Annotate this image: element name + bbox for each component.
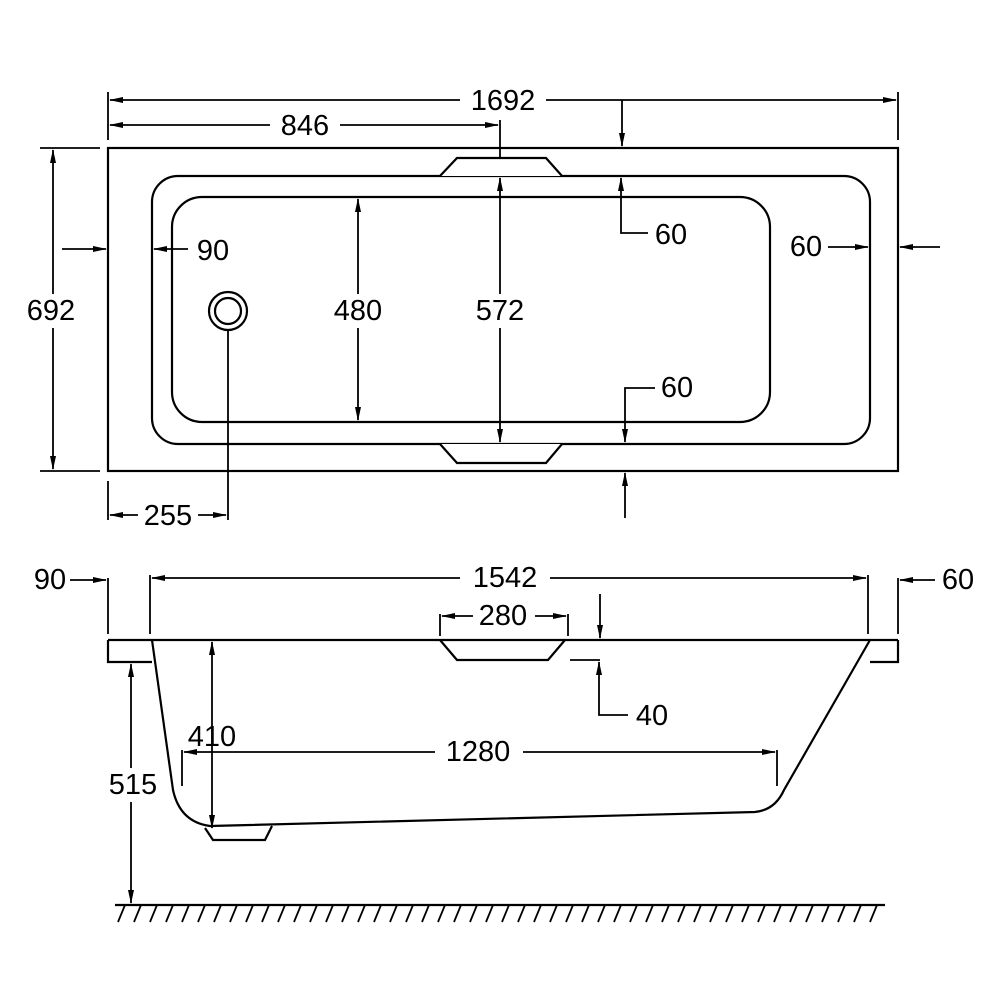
hatch-tick bbox=[405, 904, 414, 923]
hatch-tick bbox=[197, 904, 206, 923]
dim-headrest-depth: 40 bbox=[570, 594, 668, 732]
dim-inner-length: 1542 bbox=[149, 562, 869, 634]
label-60-top: 60 bbox=[655, 219, 687, 251]
dim-floor-length: 1280 bbox=[181, 736, 778, 786]
dim-inner-width: 572 bbox=[468, 177, 532, 443]
hatch-tick bbox=[229, 904, 238, 923]
rim-right-edge bbox=[870, 640, 900, 664]
label-1542: 1542 bbox=[473, 562, 538, 594]
drain-icon bbox=[207, 290, 249, 332]
hatch-tick bbox=[373, 904, 382, 923]
label-480: 480 bbox=[334, 295, 382, 327]
hatch-tick bbox=[853, 904, 862, 923]
headrest-top bbox=[439, 156, 563, 177]
hatch-tick bbox=[869, 904, 878, 923]
hatch-tick bbox=[613, 904, 622, 923]
hatch-tick bbox=[837, 904, 846, 923]
label-90-side: 90 bbox=[34, 564, 66, 596]
hatch-tick bbox=[213, 904, 222, 923]
label-1280: 1280 bbox=[446, 736, 511, 768]
hatch-tick bbox=[693, 904, 702, 923]
hatch-tick bbox=[709, 904, 718, 923]
label-515: 515 bbox=[109, 769, 157, 801]
tub-profile bbox=[150, 639, 871, 828]
hatch-tick bbox=[805, 904, 814, 923]
label-90-plan: 90 bbox=[197, 235, 229, 267]
hatch-tick bbox=[149, 904, 158, 923]
dim-half-length: 846 bbox=[109, 110, 501, 157]
hatch-tick bbox=[533, 904, 542, 923]
hatch-tick bbox=[485, 904, 494, 923]
label-60-right: 60 bbox=[790, 231, 822, 263]
hatch-tick bbox=[645, 904, 654, 923]
label-60-bottom: 60 bbox=[661, 372, 693, 404]
hatch-tick bbox=[117, 904, 126, 923]
hatch-tick bbox=[741, 904, 750, 923]
hatch-tick bbox=[517, 904, 526, 923]
hatch-tick bbox=[293, 904, 302, 923]
dim-headrest-width: 280 bbox=[439, 600, 569, 636]
tub-outline bbox=[106, 146, 900, 473]
hatch-tick bbox=[725, 904, 734, 923]
tub-foot bbox=[204, 825, 273, 842]
hatch-tick bbox=[309, 904, 318, 923]
label-692: 692 bbox=[27, 295, 75, 327]
hatch-tick bbox=[165, 904, 174, 923]
label-280: 280 bbox=[479, 600, 527, 632]
label-846: 846 bbox=[281, 110, 329, 142]
dim-basin-width: 480 bbox=[326, 198, 390, 421]
hatch-tick bbox=[597, 904, 606, 923]
hatch-tick bbox=[277, 904, 286, 923]
dim-rim-top: 60 bbox=[618, 100, 687, 251]
hatch-tick bbox=[501, 904, 510, 923]
hatch-tick bbox=[469, 904, 478, 923]
dim-overall-length: 1692 bbox=[107, 84, 899, 140]
plan-view: 1692 846 692 90 60 bbox=[18, 84, 940, 532]
hatch-tick bbox=[773, 904, 782, 923]
dim-side-rim-left: 90 bbox=[34, 564, 109, 634]
headrest-side bbox=[439, 639, 566, 662]
basin-outline bbox=[170, 195, 772, 424]
hatch-tick bbox=[757, 904, 766, 923]
hatch-tick bbox=[453, 904, 462, 923]
dim-rim-left: 90 bbox=[62, 234, 240, 267]
hatch-tick bbox=[677, 904, 686, 923]
headrest-bottom bbox=[439, 443, 563, 465]
hatch-tick bbox=[629, 904, 638, 923]
hatch-tick bbox=[581, 904, 590, 923]
label-40: 40 bbox=[636, 700, 668, 732]
hatch-tick bbox=[133, 904, 142, 923]
hatch-tick bbox=[325, 904, 334, 923]
rim-left-edge bbox=[106, 640, 152, 664]
hatch-tick bbox=[181, 904, 190, 923]
label-572: 572 bbox=[476, 295, 524, 327]
dim-total-height: 515 bbox=[102, 663, 164, 904]
label-255: 255 bbox=[144, 500, 192, 532]
dim-basin-depth: 410 bbox=[188, 641, 236, 829]
dim-rim-right: 60 bbox=[790, 231, 940, 263]
dim-overall-width: 692 bbox=[18, 147, 100, 472]
hatch-tick bbox=[245, 904, 254, 923]
hatch-tick bbox=[565, 904, 574, 923]
floor-hatch bbox=[115, 903, 885, 923]
label-1692: 1692 bbox=[471, 85, 536, 117]
hatch-tick bbox=[421, 904, 430, 923]
hatch-tick bbox=[389, 904, 398, 923]
hatch-tick bbox=[341, 904, 350, 923]
hatch-tick bbox=[789, 904, 798, 923]
hatch-tick bbox=[437, 904, 446, 923]
label-60-side: 60 bbox=[942, 564, 974, 596]
hatch-tick bbox=[549, 904, 558, 923]
hatch-tick bbox=[357, 904, 366, 923]
dim-drain-offset: 255 bbox=[107, 330, 229, 532]
side-view: 90 1542 60 280 40 bbox=[34, 562, 974, 923]
dim-side-rim-right: 60 bbox=[897, 564, 974, 634]
label-410: 410 bbox=[188, 721, 236, 753]
hatch-tick bbox=[661, 904, 670, 923]
hatch-tick bbox=[261, 904, 270, 923]
hatch-tick bbox=[821, 904, 830, 923]
dim-rim-bottom: 60 bbox=[622, 372, 693, 518]
